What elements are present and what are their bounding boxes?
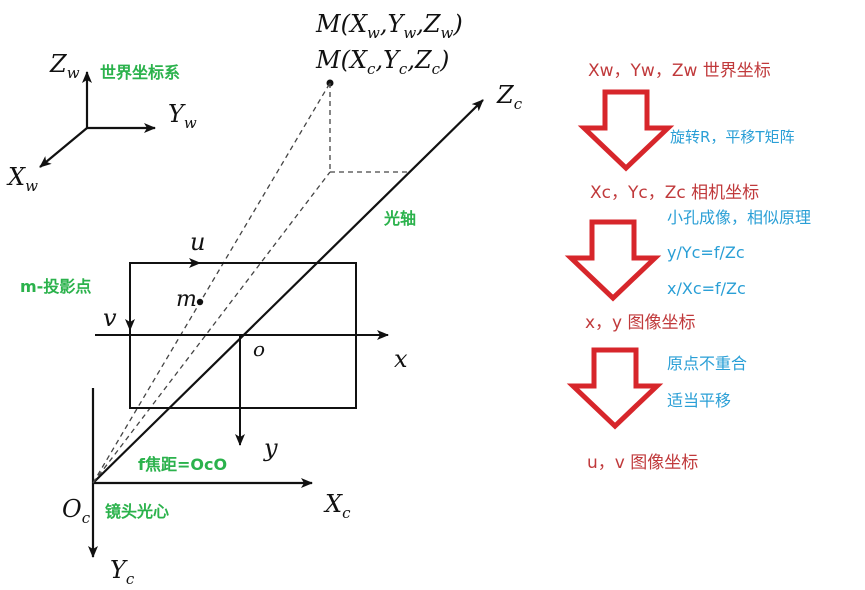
point-m-image: [196, 298, 204, 306]
flow-arrow-3-icon: [566, 347, 664, 430]
world-axes: [39, 71, 156, 168]
zw-label: Zw: [49, 50, 80, 82]
world-cs-label: 世界坐标系: [100, 63, 180, 82]
flow-arrow-2-icon: [564, 219, 662, 302]
focal-length-label: f焦距=OcO: [138, 455, 227, 474]
flow-eq-y: y/Yc=f/Zc: [667, 243, 745, 262]
point-world-label: M(Xw,Yw,Zw): [315, 10, 463, 42]
flow-origin-mismatch: 原点不重合: [667, 354, 747, 373]
u-label: u: [190, 228, 205, 256]
flow-translate: 适当平移: [667, 391, 731, 410]
flow-pinhole: 小孔成像，相似原理: [667, 208, 811, 227]
zc-axis: [92, 99, 484, 484]
yw-label: Yw: [168, 100, 197, 132]
lens-center-label: 镜头光心: [105, 502, 169, 521]
m-label: m: [176, 287, 197, 312]
y-label: y: [263, 434, 278, 462]
flow-step-image-xy: x，y 图像坐标: [585, 313, 696, 333]
dashed-oc-to-m: [92, 82, 331, 484]
o-label: o: [253, 337, 265, 361]
flow-arrow-1-icon: [577, 89, 675, 172]
x-label: x: [394, 345, 408, 373]
optical-axis-label: 光轴: [383, 209, 416, 228]
xw-axis: [39, 127, 88, 168]
flow-step-image-uv: u，v 图像坐标: [587, 453, 698, 473]
yc-label: Yc: [110, 556, 135, 588]
v-label: v: [103, 304, 117, 332]
dashed-oc-to-foot: [92, 171, 331, 484]
xw-label: Xw: [6, 163, 38, 195]
oc-label: Oc: [62, 495, 91, 527]
m-projection-label: m-投影点: [20, 277, 91, 296]
point-cam-label: M(Xc,Yc,Zc): [315, 46, 449, 78]
flow-step-world: Xw，Yw，Zw 世界坐标: [588, 61, 771, 81]
flow-transform-rt: 旋转R，平移T矩阵: [670, 128, 795, 146]
flow-eq-x: x/Xc=f/Zc: [667, 279, 746, 298]
flow-step-camera: Xc，Yc，Zc 相机坐标: [590, 183, 759, 203]
zc-label: Zc: [496, 81, 523, 113]
xc-label: Xc: [323, 490, 351, 522]
